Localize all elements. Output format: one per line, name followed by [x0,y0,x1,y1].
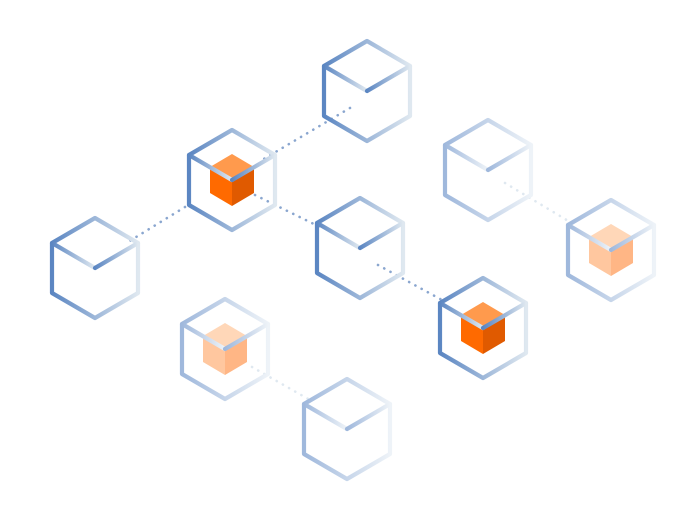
cube-icon [565,197,657,303]
cube-icon [314,195,406,301]
connector-line [503,181,572,224]
connector-layer [126,106,572,402]
cube-icon [301,376,393,482]
cube-icon [179,296,271,402]
cube-icon [321,38,413,144]
connector-line [260,106,352,162]
connector-line [376,263,444,302]
cube-icon [186,127,278,233]
cube-icon [49,215,141,321]
cube-icon [442,117,534,223]
cube-layer [49,38,657,482]
connector-line [250,365,312,402]
cube-icon [437,275,529,381]
connector-line [126,205,187,244]
